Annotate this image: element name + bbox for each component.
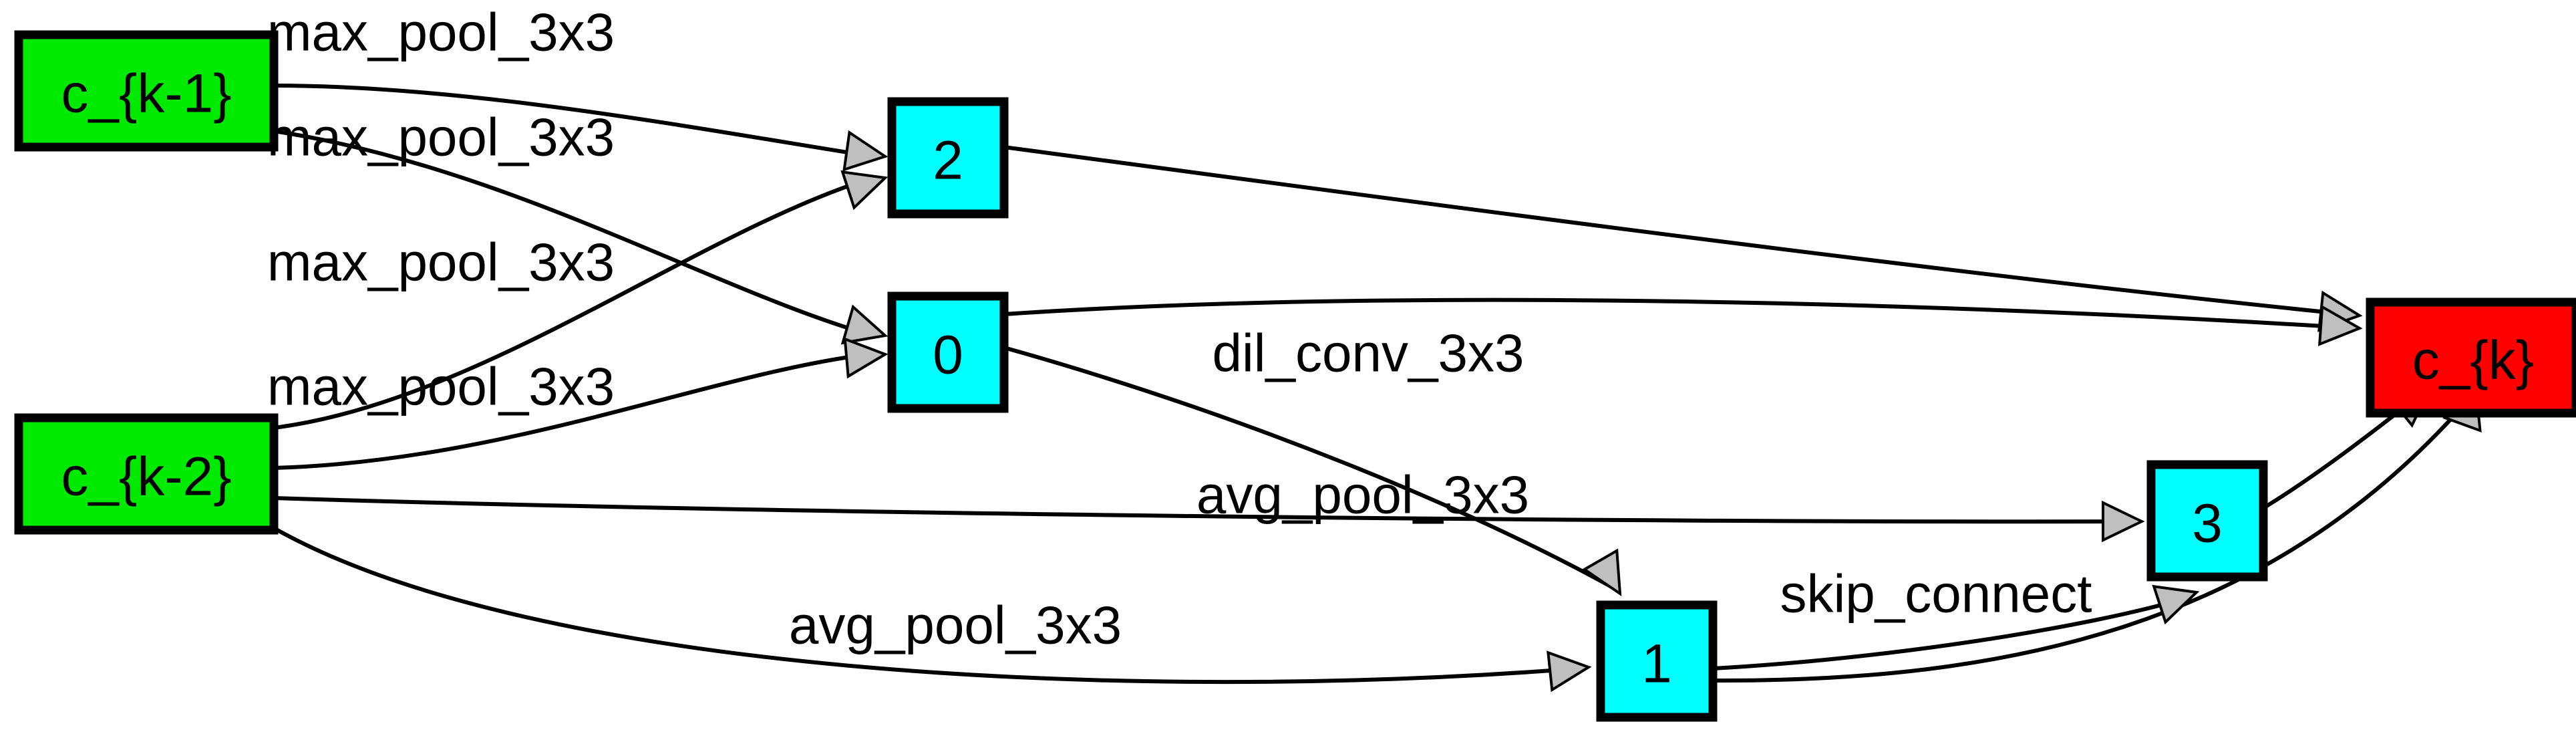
node-box-n3[interactable] <box>2146 460 2268 582</box>
node-box-ck_minus_2[interactable] <box>14 413 279 535</box>
edge-ck_minus_2-to-n1 <box>273 526 1579 685</box>
arrowhead-icon <box>843 337 889 379</box>
node-box-n0[interactable] <box>887 291 1009 413</box>
arrowhead-icon <box>840 304 889 345</box>
edge-ck_minus_2-to-n2 <box>273 177 869 430</box>
node-label-n1: 1 <box>1641 634 1672 695</box>
arrowhead-icon <box>840 170 889 211</box>
edge-n1-to-ck <box>1712 394 2474 683</box>
node-label-n2: 2 <box>933 130 963 191</box>
arrowhead-icon <box>843 337 889 379</box>
arrowhead-icon <box>2317 304 2363 346</box>
edge-ck_minus_2-to-n3 <box>273 496 2129 524</box>
edge-n0-to-n1 <box>1003 346 1615 590</box>
node-n3[interactable]: 3 <box>2146 460 2268 582</box>
edge-labels-layer: max_pool_3x3 max_pool_3x3 max_pool_3x3 max_… <box>267 3 2092 655</box>
edge-label-e4: max_pool_3x3 <box>267 357 615 416</box>
node-ck_minus_1[interactable]: c_{k-1} <box>14 30 279 152</box>
arrowhead-icon <box>1547 650 1592 693</box>
node-n1[interactable]: 1 <box>1596 600 1718 722</box>
arrowhead-icon <box>842 130 889 172</box>
node-n2[interactable]: 2 <box>887 97 1009 219</box>
edge-ck_minus_1-to-n0 <box>273 129 869 336</box>
arrowhead-icon <box>840 170 889 211</box>
node-box-n2[interactable] <box>887 97 1009 219</box>
edge-label-e6: avg_pool_3x3 <box>1196 465 1529 525</box>
edge-label-e7: avg_pool_3x3 <box>789 596 1122 655</box>
edge-n2-to-ck <box>1003 145 2347 316</box>
arrowhead-icon <box>2317 304 2363 346</box>
arrowhead-icon <box>1581 548 1622 596</box>
arrowhead-icon <box>2152 584 2200 625</box>
edge-label-e1: max_pool_3x3 <box>267 3 615 62</box>
node-box-ck_minus_1[interactable] <box>14 30 279 152</box>
arrowhead-icon <box>842 130 889 172</box>
node-label-ck: c_{k} <box>2412 330 2534 391</box>
node-label-n0: 0 <box>933 325 963 386</box>
edge-label-e8: skip_connect <box>1780 564 2092 624</box>
node-box-n1[interactable] <box>1596 600 1718 722</box>
node-box-ck[interactable] <box>2366 297 2576 418</box>
edge-label-e2: max_pool_3x3 <box>267 108 615 167</box>
arrowhead-icon <box>2102 500 2145 543</box>
node-n0[interactable]: 0 <box>887 291 1009 413</box>
node-label-n3: 3 <box>2192 493 2223 554</box>
edge-n1-to-n3 <box>1712 596 2189 670</box>
node-label-ck_minus_1: c_{k-1} <box>61 64 231 124</box>
edge-n0-to-ck <box>1003 297 2347 330</box>
arrowhead-icon <box>1547 650 1592 693</box>
node-label-ck_minus_2: c_{k-2} <box>61 447 231 507</box>
arrowhead-icon <box>2102 500 2145 543</box>
arrowhead-icon <box>1581 548 1622 596</box>
edge-label-e5: dil_conv_3x3 <box>1213 324 1524 383</box>
nodes-layer: c_{k-1} c_{k-2} 2 0 3 1 c_{k} <box>14 30 2576 722</box>
edges-layer <box>273 84 2474 685</box>
arrowhead-icon <box>2152 584 2200 625</box>
edge-label-e3: max_pool_3x3 <box>267 233 615 292</box>
edge-ck_minus_2-to-n0 <box>273 352 869 470</box>
arrowhead-icon <box>840 304 889 345</box>
node-ck[interactable]: c_{k} <box>2366 297 2576 418</box>
edge-ck_minus_1-to-n2 <box>273 84 869 158</box>
node-ck_minus_2[interactable]: c_{k-2} <box>14 413 279 535</box>
